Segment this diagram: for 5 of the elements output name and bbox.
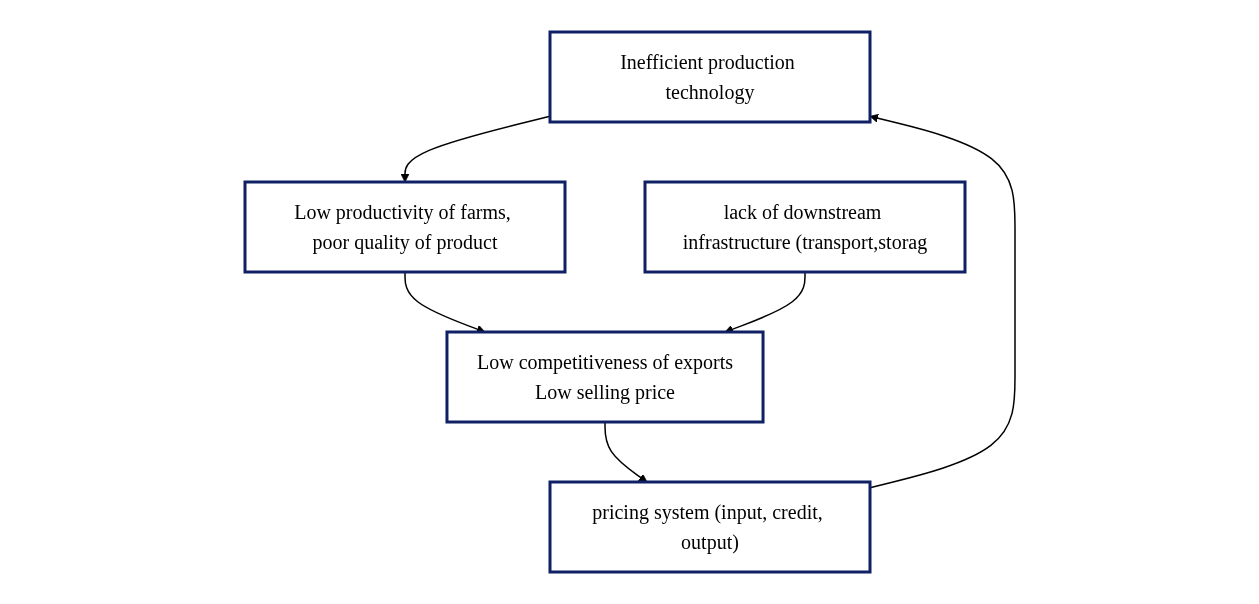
node-box: Low productivity of farms, poor quality of product — [243, 180, 566, 274]
node-box: pricing system (input, credit, output) — [548, 480, 871, 574]
node-box: lack of downstream infrastructure (transport,storag — [643, 180, 966, 274]
node-box: Inefficient production technology — [548, 30, 871, 124]
node-box: Low competitiveness of exports Low selling price — [444, 330, 765, 424]
